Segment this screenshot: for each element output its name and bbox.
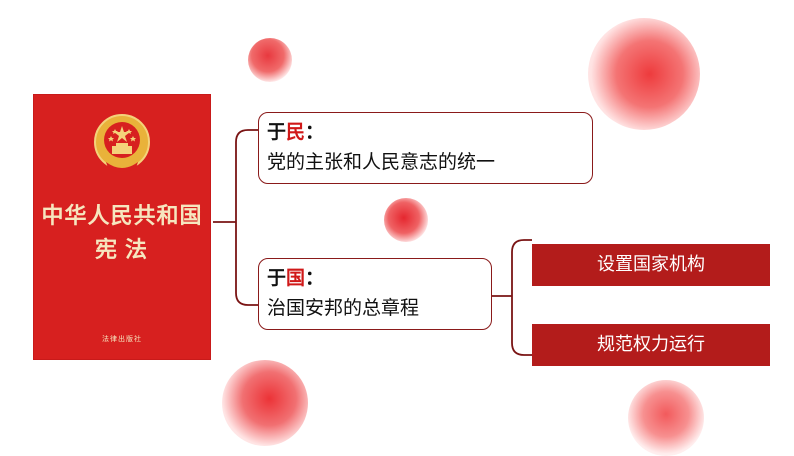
book-subtitle: 宪法 (94, 237, 155, 263)
box-heading: 于民： (267, 117, 584, 147)
meaning-box-country: 于国： 治国安邦的总章程 (258, 258, 492, 330)
right-bracket (492, 239, 532, 356)
tag-regulate-power: 规范权力运行 (532, 324, 770, 366)
constitution-book-cover: 中华人民共和国 宪法 法律出版社 (33, 94, 211, 360)
heading-colon: ： (305, 121, 325, 143)
decorative-ball (248, 38, 292, 82)
meaning-box-people: 于民： 党的主张和人民意志的统一 (258, 112, 593, 184)
tag-set-state-organs: 设置国家机构 (532, 244, 770, 286)
box-text: 党的主张和人民意志的统一 (267, 151, 496, 173)
decorative-ball (588, 18, 700, 130)
national-emblem-icon (94, 114, 150, 172)
decorative-ball (384, 198, 428, 242)
heading-keyword: 民 (286, 121, 306, 143)
heading-prefix: 于 (267, 267, 287, 289)
book-publisher: 法律出版社 (102, 335, 142, 343)
decorative-ball (628, 380, 704, 456)
heading-prefix: 于 (267, 121, 287, 143)
left-bracket (213, 129, 258, 306)
heading-keyword: 国 (286, 267, 306, 289)
decorative-ball (222, 360, 308, 446)
heading-colon: ： (305, 267, 325, 289)
book-title: 中华人民共和国 (41, 203, 203, 229)
box-text: 治国安邦的总章程 (267, 297, 420, 319)
box-heading: 于国： (267, 263, 483, 293)
